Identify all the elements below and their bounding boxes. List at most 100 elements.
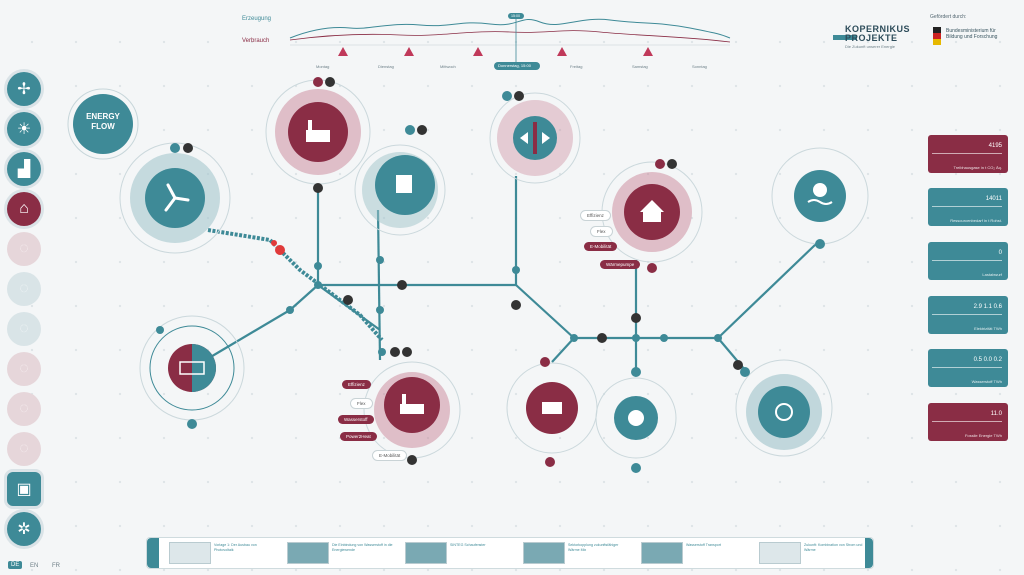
stat-label: Treibhausgase in t CO₂ Äq.: [953, 165, 1002, 170]
news-title: Zukunft: Kombination von Strom und Wärme: [804, 543, 863, 552]
kopernikus-logo: KOPERNIKUS PROJEKTE: [845, 25, 910, 43]
industry-node-bottom[interactable]: [363, 347, 461, 465]
stat-label: Ressourcenbedarf in t Rohst.: [950, 218, 1002, 223]
news-item[interactable]: Wasserstoff Transport: [641, 542, 751, 564]
warning-icons: [338, 47, 653, 56]
news-title: Wasserstoff Transport: [686, 543, 721, 547]
hydro-node[interactable]: [771, 147, 869, 249]
biogas-node[interactable]: [595, 367, 677, 473]
stat-value: 2.9 1.1 0.6: [973, 304, 1002, 310]
news-title: Sektorkopplung zukunftsfähiger Wärme Mix: [568, 543, 619, 552]
flow-path: [207, 228, 384, 342]
pill-emobility-industry[interactable]: E-Mobilität: [372, 450, 408, 461]
stat-value: 4195: [988, 143, 1002, 149]
news-title: Die Einbindung von Wasserstoff in die En…: [332, 543, 393, 552]
time-label-mon[interactable]: Montag: [316, 64, 330, 69]
news-thumbnail: [523, 542, 565, 564]
faded-item-4[interactable]: ◌: [7, 352, 41, 386]
stat-label: Wasserstoff TWh: [971, 379, 1002, 384]
logo-badge: [833, 35, 857, 40]
energy-flow-line1: ENERGY: [86, 112, 120, 121]
industry-consumer-node[interactable]: [265, 77, 371, 193]
stat-label: Lastabwurf: [982, 272, 1002, 277]
news-item[interactable]: Vorlage 1: Der Ausbau von Photovoltaik: [169, 542, 279, 564]
grid-exchange-node[interactable]: [489, 91, 581, 184]
news-bar-toggle[interactable]: [147, 538, 159, 568]
stat-label: Fossile Energie TWh: [964, 433, 1002, 438]
pill-efficiency-household[interactable]: Effizienz: [580, 210, 611, 221]
time-label-sat[interactable]: Samstag: [632, 64, 648, 69]
logo-subtitle: Die Zukunft unserer Energie: [845, 44, 896, 49]
household-icon[interactable]: ⌂: [7, 192, 41, 226]
news-thumbnail: [405, 542, 447, 564]
pill-power2heat-industry[interactable]: Power2Heat: [340, 432, 377, 441]
stat-card-ghg[interactable]: 4195 Treibhausgase in t CO₂ Äq.: [928, 135, 1008, 173]
faded-item-1[interactable]: ◌: [7, 232, 41, 266]
stat-divider: [932, 421, 1002, 422]
news-thumbnail: [169, 542, 211, 564]
stat-divider: [932, 314, 1002, 315]
stat-card-fossil[interactable]: 11.0 Fossile Energie TWh: [928, 403, 1008, 441]
label-generation: Erzeugung: [242, 16, 272, 22]
wind-icon[interactable]: ✢: [7, 72, 41, 106]
timeline-chip[interactable]: [508, 13, 524, 19]
news-item[interactable]: Zukunft: Kombination von Strom und Wärme: [759, 542, 869, 564]
faded-item-5[interactable]: ◌: [7, 392, 41, 426]
time-label-sun[interactable]: Sonntag: [692, 64, 707, 69]
faded-item-3[interactable]: ◌: [7, 312, 41, 346]
faded-item-6[interactable]: ◌: [7, 432, 41, 466]
cards-icon[interactable]: ▣: [7, 472, 41, 506]
sun-icon[interactable]: ☀: [7, 112, 41, 146]
stat-value: 0.5 0.0 0.2: [973, 357, 1002, 363]
energy-flow-badge[interactable]: [67, 88, 139, 160]
time-label-tue[interactable]: Dienstag: [378, 64, 394, 69]
flow-nodes[interactable]: [271, 240, 743, 370]
network-lines: [191, 176, 817, 371]
funding-label: Gefördert durch:: [930, 14, 967, 20]
settings-icon[interactable]: ✲: [7, 512, 41, 546]
generation-curve: [289, 18, 731, 39]
pill-flex-industry[interactable]: Flex: [350, 398, 373, 409]
stat-label: Elektrizität TWh: [974, 326, 1002, 331]
solar-node[interactable]: [735, 359, 833, 457]
news-item[interactable]: Die Einbindung von Wasserstoff in die En…: [287, 542, 397, 564]
news-item[interactable]: Sektorkopplung zukunftsfähiger Wärme Mix: [523, 542, 633, 564]
time-label-fri[interactable]: Freitag: [570, 64, 583, 69]
lang-de[interactable]: DE: [8, 561, 23, 569]
federal-eagle-icon: [933, 27, 941, 45]
news-item[interactable]: SINTEG Schaufenster: [405, 542, 515, 564]
news-title: Vorlage 1: Der Ausbau von Photovoltaik: [214, 543, 257, 552]
logo-line1: KOPERNIKUS: [845, 24, 911, 34]
battery-node[interactable]: [139, 315, 245, 429]
faded-item-2[interactable]: ◌: [7, 272, 41, 306]
pill-flex-household[interactable]: Flex: [590, 226, 613, 237]
household-node[interactable]: [601, 159, 703, 273]
pill-hydrogen-industry[interactable]: Wasserstoff: [338, 415, 374, 424]
stat-card-hydrogen[interactable]: 0.5 0.0 0.2 Wasserstoff TWh: [928, 349, 1008, 387]
stat-card-resources[interactable]: 14011 Ressourcenbedarf in t Rohst.: [928, 188, 1008, 226]
stat-card-electricity[interactable]: 2.9 1.1 0.6 Elektrizität TWh: [928, 296, 1008, 334]
logo-line2: PROJEKTE: [845, 33, 898, 43]
stat-value: 14011: [985, 196, 1002, 202]
stat-divider: [932, 206, 1002, 207]
stat-card-load-shedding[interactable]: 0 Lastabwurf: [928, 242, 1008, 280]
plant-node[interactable]: [354, 125, 446, 236]
news-bar-end[interactable]: [865, 538, 873, 568]
time-label-current[interactable]: Donnerstag, 15:00: [498, 63, 531, 68]
news-title: SINTEG Schaufenster: [450, 543, 486, 547]
lang-fr[interactable]: FR: [52, 563, 60, 569]
industry-icon[interactable]: ▟: [7, 152, 41, 186]
lang-en[interactable]: EN: [30, 563, 39, 569]
consumption-curve: [289, 30, 731, 43]
news-thumbnail: [759, 542, 801, 564]
commercial-node[interactable]: [506, 357, 598, 467]
current-time-marker[interactable]: [494, 62, 540, 70]
pill-emobility-household[interactable]: E-Mobilität: [584, 242, 618, 251]
wind-node[interactable]: [119, 142, 231, 254]
pill-efficiency-industry[interactable]: Effizienz: [342, 380, 371, 389]
energy-flow-label: ENERGY FLOW: [83, 112, 123, 132]
pill-heatpump-household[interactable]: Wärmepumpe: [600, 260, 641, 269]
time-label-wed[interactable]: Mittwoch: [440, 64, 456, 69]
